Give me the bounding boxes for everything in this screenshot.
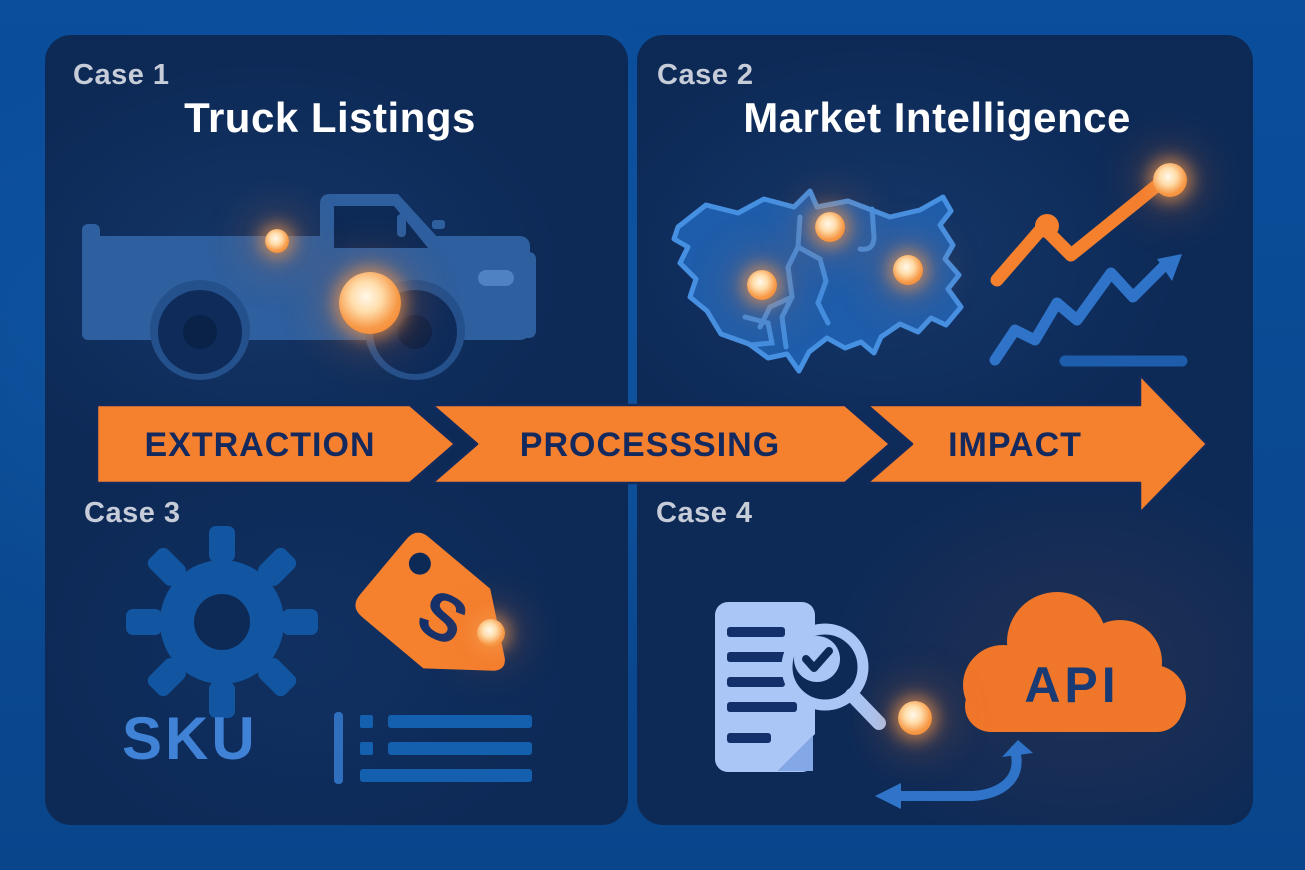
blue-trend-arrowhead — [1157, 254, 1182, 281]
truck-mirror — [432, 220, 445, 229]
gear-teeth — [126, 526, 318, 718]
api-label: API — [1024, 657, 1119, 713]
pipeline-segment-processing — [430, 403, 892, 485]
usa-map-outline — [671, 188, 964, 374]
trend-lines-icon — [989, 172, 1188, 367]
glow-dot — [893, 255, 923, 285]
price-tag-hole — [408, 552, 431, 575]
truck-window — [334, 206, 428, 248]
pipeline-arrow: EXTRACTION PROCESSSING IMPACT — [95, 368, 1213, 518]
case3-label: Case 3 — [84, 497, 181, 529]
pipeline-stage-impact: IMPACT — [948, 425, 1082, 464]
gear-hole — [194, 594, 250, 650]
pickup-truck-icon — [82, 194, 536, 380]
truck-front-bumper — [520, 252, 536, 338]
glow-dot — [815, 212, 845, 242]
price-tag-icon: S — [355, 532, 505, 671]
document-search-icon — [715, 602, 886, 772]
sync-arrows-icon — [875, 740, 1033, 809]
api-cloud-icon: API — [963, 592, 1186, 732]
document-fold — [778, 736, 813, 771]
price-tag-body — [355, 532, 505, 671]
pipeline-segment-impact — [865, 373, 1209, 515]
list-icon — [334, 712, 532, 784]
document-lines — [727, 627, 797, 743]
glow-dot — [747, 270, 777, 300]
pipeline-stage-extraction: EXTRACTION — [144, 425, 376, 464]
glow-dot — [1153, 163, 1187, 197]
glow-dot — [898, 701, 932, 735]
case1-label: Case 1 — [73, 59, 170, 91]
sku-label: SKU — [122, 705, 258, 772]
sync-arrow-path — [894, 745, 1022, 801]
magnifier-handle — [845, 688, 886, 730]
usa-map-icon — [671, 188, 964, 374]
case2-title: Market Intelligence — [743, 94, 1131, 141]
glow-dot — [265, 229, 289, 253]
gear-icon — [126, 526, 318, 718]
map-rivers — [742, 206, 877, 350]
sync-arrowhead-left — [875, 783, 901, 809]
cloud-shape — [963, 592, 1186, 732]
sync-arrowhead-up — [1002, 740, 1033, 757]
list-divider-bar — [334, 712, 343, 784]
pipeline-arrow-shape — [95, 373, 1209, 515]
blue-trend-line — [989, 259, 1171, 366]
case1-title: Truck Listings — [184, 94, 476, 141]
check-icon — [802, 647, 833, 672]
trend-point — [1035, 214, 1059, 238]
truck-door-handle — [478, 270, 514, 286]
pipeline-segment-extraction — [95, 403, 457, 485]
orange-trend-line — [990, 172, 1172, 287]
case2-label: Case 2 — [657, 59, 754, 91]
pipeline-stage-processing: PROCESSSING — [519, 425, 781, 464]
case4-label: Case 4 — [656, 497, 753, 529]
truck-window-pillar — [397, 214, 406, 237]
glow-dot — [339, 272, 401, 334]
list-rows — [360, 715, 532, 782]
glow-dot — [477, 619, 505, 647]
